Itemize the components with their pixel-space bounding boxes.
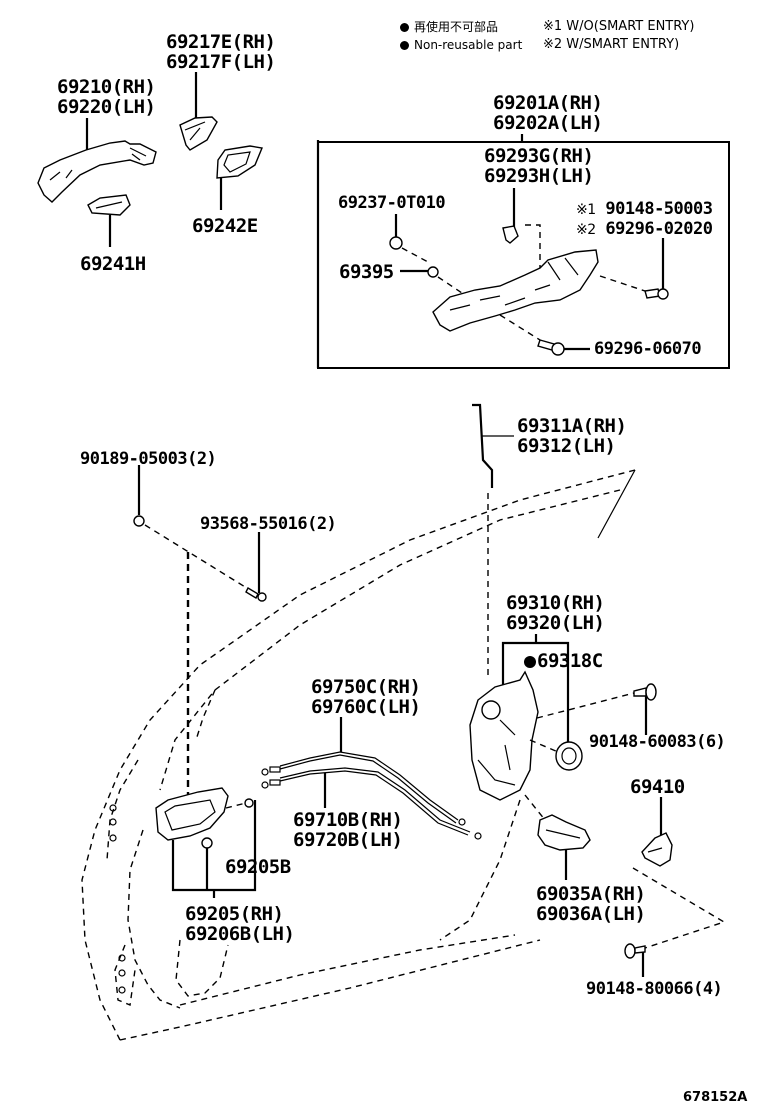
frame-illustration — [432, 249, 599, 332]
label-outer-handle[interactable]: 69210(RH)69220(LH) — [57, 76, 156, 118]
label-frame-bolt-2[interactable]: ※2 69296-02020 — [576, 219, 713, 239]
dash-frame-bolt — [599, 275, 646, 292]
label-lock-screw[interactable]: 90148-60083(6) — [589, 732, 726, 752]
label-grommet[interactable]: 69237-0T010 — [338, 193, 446, 213]
clip-illustration — [133, 515, 145, 527]
label-frame-bolt-1[interactable]: ※1 90148-50003 — [576, 199, 713, 219]
frame-bracket-illustration — [502, 224, 541, 270]
part-number-lh[interactable]: 69320(LH) — [506, 612, 605, 634]
part-number-lh[interactable]: 69760C(LH) — [311, 696, 421, 718]
label-pad-rear[interactable]: 69242E — [192, 215, 258, 237]
striker-illustration — [641, 832, 673, 867]
label-frame-sub[interactable]: 69293G(RH)69293H(LH) — [484, 145, 594, 187]
part-number-rh[interactable]: 69035A(RH) — [536, 883, 646, 905]
part-number-rh[interactable]: 69310(RH) — [506, 592, 605, 614]
label-lock-cover[interactable]: 69035A(RH)69036A(LH) — [536, 883, 646, 925]
label-striker-screw[interactable]: 90148-80066(4) — [586, 979, 723, 999]
legend-non-reusable-jp: 再使用不可部品 — [400, 18, 498, 36]
part-number-lh[interactable]: 69312(LH) — [517, 435, 616, 457]
handle-cover-illustration — [179, 116, 218, 151]
dash-cushion — [437, 276, 463, 294]
label-striker[interactable]: 69410 — [630, 776, 685, 798]
lock-seal-illustration — [555, 741, 583, 771]
pad-rear-illustration — [216, 145, 263, 179]
part-number[interactable]: 90148-50003 — [605, 199, 713, 219]
label-handle-cover[interactable]: 69217E(RH)69217F(LH) — [166, 31, 276, 73]
legend-note-1: ※1 W/O(SMART ENTRY) — [543, 19, 695, 34]
rod-illustration — [472, 403, 494, 488]
part-number-lh[interactable]: 69220(LH) — [57, 96, 156, 118]
figure-id: 678152A — [683, 1090, 748, 1105]
label-cushion[interactable]: 69395 — [339, 261, 394, 283]
grommet-illustration — [389, 236, 403, 250]
pad-front-illustration — [87, 194, 131, 216]
part-number-rh[interactable]: 69201A(RH) — [493, 92, 603, 114]
part-number-lh[interactable]: 69036A(LH) — [536, 903, 646, 925]
part-number-lh[interactable]: 69202A(LH) — [493, 112, 603, 134]
part-number-rh[interactable]: 69217E(RH) — [166, 31, 276, 53]
legend-non-reusable-en: Non-reusable part — [400, 36, 522, 54]
frame-bolt-illustration — [644, 288, 669, 300]
dash-frame-screw — [499, 314, 541, 341]
label-frame-screw[interactable]: 69296-06070 — [594, 339, 702, 359]
label-frame-assy[interactable]: 69201A(RH)69202A(LH) — [493, 92, 603, 134]
label-screw-inside[interactable]: 93568-55016(2) — [200, 514, 337, 534]
cushion-illustration — [427, 266, 439, 278]
label-rod[interactable]: 69311A(RH)69312(LH) — [517, 415, 627, 457]
part-number-rh[interactable]: 69750C(RH) — [311, 676, 421, 698]
dash-inside-handle — [225, 802, 247, 809]
dash-lock-seal — [529, 739, 559, 753]
dash-grommet — [401, 247, 429, 263]
label-lock-assy[interactable]: 69310(RH)69320(LH) — [506, 592, 605, 634]
frame-screw-illustration — [537, 339, 565, 356]
part-number-rh[interactable]: 69710B(RH) — [293, 809, 403, 831]
outer-handle-illustration — [37, 140, 157, 203]
note-mark-1: ※1 — [576, 202, 596, 218]
label-clip[interactable]: 90189-05003(2) — [80, 449, 217, 469]
legend-note-2: ※2 W/SMART ENTRY) — [543, 37, 680, 52]
lock-cover-illustration — [537, 814, 591, 851]
part-number-lh[interactable]: 69720B(LH) — [293, 829, 403, 851]
part-number[interactable]: 69296-02020 — [605, 219, 713, 239]
bullet-icon — [400, 41, 409, 50]
part-number-rh[interactable]: 69293G(RH) — [484, 145, 594, 167]
label-inside-handle[interactable]: 69205(RH)69206B(LH) — [185, 903, 295, 945]
frame-assembly-box — [317, 141, 730, 369]
part-number-lh[interactable]: 69206B(LH) — [185, 923, 295, 945]
label-pad-front[interactable]: 69241H — [80, 253, 146, 275]
note-mark-2: ※2 — [576, 222, 596, 238]
screw-inside-illustration — [245, 587, 267, 602]
part-number[interactable]: 69318C — [537, 650, 603, 672]
cable-illustration — [261, 751, 482, 840]
lock-assembly-illustration — [469, 670, 539, 801]
label-lock-seal[interactable]: 69318C — [524, 651, 603, 671]
part-number-lh[interactable]: 69217F(LH) — [166, 51, 276, 73]
bracket-lock-assy — [501, 641, 570, 744]
dash-striker — [632, 867, 726, 949]
striker-screw-illustration — [624, 943, 646, 959]
dash-lock-screw — [536, 692, 635, 719]
dash-clip — [144, 524, 251, 591]
label-inside-handle-sub[interactable]: 69205B — [225, 856, 291, 878]
part-number-rh[interactable]: 69210(RH) — [57, 76, 156, 98]
bullet-icon — [400, 23, 409, 32]
non-reusable-bullet-icon — [524, 655, 536, 668]
label-cable-lower[interactable]: 69710B(RH)69720B(LH) — [293, 809, 403, 851]
door-outline — [81, 469, 636, 1041]
part-number-rh[interactable]: 69205(RH) — [185, 903, 284, 925]
part-number-rh[interactable]: 69311A(RH) — [517, 415, 627, 437]
legend-text-jp: 再使用不可部品 — [414, 20, 499, 34]
dash-lock-cover — [524, 794, 546, 821]
inside-handle-illustration — [155, 787, 254, 849]
label-cable-upper[interactable]: 69750C(RH)69760C(LH) — [311, 676, 421, 718]
bracket-inside-handle — [171, 800, 257, 898]
legend-text-en: Non-reusable part — [414, 38, 523, 52]
part-number-lh[interactable]: 69293H(LH) — [484, 165, 594, 187]
